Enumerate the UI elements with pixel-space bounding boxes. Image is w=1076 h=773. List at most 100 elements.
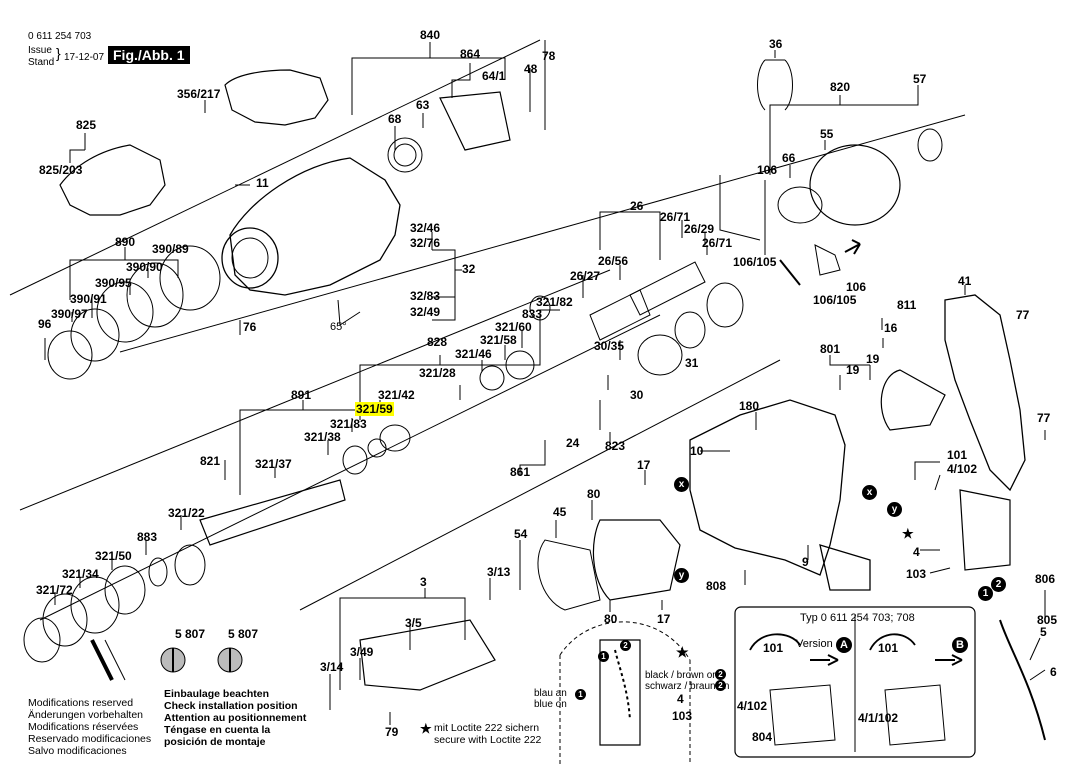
armature-shape [359, 619, 496, 691]
install-note: Check installation position [164, 700, 298, 712]
part-label: 4/102 [737, 699, 768, 713]
chuck-shape [59, 144, 166, 216]
part-label: 390/89 [152, 242, 189, 256]
part-label: 64/1 [482, 69, 506, 83]
connection-marker-x: x [674, 477, 689, 492]
fan-baffle-shape [809, 144, 901, 226]
brace: } [56, 45, 61, 61]
cable-shape [999, 619, 1046, 741]
part-label: 321/37 [255, 457, 292, 471]
connection-marker-x: x [862, 485, 877, 500]
modifications-note: Modifications réservées [28, 721, 139, 733]
hammer-housing-shape [229, 157, 401, 296]
part-label: 6 [1050, 665, 1057, 679]
part-label: 805 [1037, 613, 1058, 627]
part-label: 48 [524, 62, 538, 76]
wiring-note: blau an [534, 688, 567, 699]
part-label: 101 [947, 448, 968, 462]
part-label: 321/60 [495, 320, 532, 334]
part-label: 24 [566, 436, 580, 450]
stand-label: Stand [28, 57, 55, 68]
wiring-note: schwarz / braun an [645, 681, 730, 692]
part-label: 3/49 [350, 645, 374, 659]
part-label: 864 [460, 47, 481, 61]
part-label: 106/105 [733, 255, 777, 269]
part-label: 17 [637, 458, 651, 472]
part-label: 26/56 [598, 254, 629, 268]
part-label: 828 [427, 335, 448, 349]
figure-badge: Fig./Abb. 1 [108, 46, 190, 64]
spindle-shape [199, 479, 346, 546]
part-label: 32/83 [410, 289, 441, 303]
part-label: 321/42 [378, 388, 415, 402]
part-label: 840 [420, 28, 441, 42]
loctite-note: mit Loctite 222 sichern [434, 722, 540, 734]
part-label: 26/71 [660, 210, 691, 224]
part-label: 5 807 [175, 627, 206, 641]
part-label: 76 [243, 320, 257, 334]
part-label: 825/203 [39, 163, 83, 177]
modifications-note: Änderungen vorbehalten [28, 709, 144, 721]
part-label: 801 [820, 342, 841, 356]
part-label: 390/91 [70, 292, 107, 306]
part-label: 804 [752, 730, 773, 744]
part-label: 811 [897, 298, 917, 312]
version-label: Version [796, 638, 833, 650]
motor-housing-shape [689, 399, 846, 576]
part-label: 78 [542, 49, 556, 63]
wiring-note: black / brown on [645, 670, 718, 681]
part-label: 321/58 [480, 333, 517, 347]
part-label: 11 [256, 176, 269, 190]
star-icon: ★ [420, 721, 432, 736]
part-label: 79 [385, 725, 399, 739]
wire-marker-2: 2 [620, 640, 631, 651]
part-label: 321/38 [304, 430, 341, 444]
part-label: 806 [1035, 572, 1056, 586]
part-label: 26/27 [570, 269, 601, 283]
part-label: 3/13 [487, 565, 511, 579]
part-label: 821 [200, 454, 221, 468]
part-label: 80 [587, 487, 601, 501]
part-label: 80 [604, 612, 618, 626]
stator-shape [592, 519, 681, 601]
part-label: 861 [510, 465, 531, 479]
part-label: 3/5 [405, 616, 422, 630]
part-label: 891 [291, 388, 312, 402]
part-label: 106 [757, 163, 778, 177]
part-label: 321/50 [95, 549, 132, 563]
part-label: 833 [522, 307, 543, 321]
part-label: 823 [605, 439, 626, 453]
outline-line-lower [19, 269, 611, 511]
outline-line-mid [119, 114, 966, 353]
part-label: 5 807 [228, 627, 259, 641]
part-label: 68 [388, 112, 402, 126]
part-label: 3 [420, 575, 427, 589]
cable-wire-marker-2: 2 [991, 577, 1006, 592]
part-label: 32 [462, 262, 476, 276]
part-label: 390/97 [51, 307, 88, 321]
part-label: 30 [630, 388, 644, 402]
install-note: Einbaulage beachten [164, 688, 270, 700]
version-box-title: Typ 0 611 254 703; 708 [800, 612, 915, 624]
keyless-chuck-shape [224, 69, 329, 126]
part-label: 45 [553, 505, 567, 519]
part-label: 321/34 [62, 567, 99, 581]
part-label: 77 [1016, 308, 1030, 322]
star-icon: ★ [676, 644, 689, 660]
part-label: 4/102 [947, 462, 978, 476]
part-label: 19 [866, 352, 880, 366]
part-label: 321/82 [536, 295, 573, 309]
part-label: 26/29 [684, 222, 715, 236]
part-label: 321/28 [419, 366, 456, 380]
part-label: 10 [690, 444, 704, 458]
part-label: 106 [846, 280, 867, 294]
connection-marker-y: y [887, 502, 902, 517]
wire-marker-1: 1 [575, 689, 586, 700]
part-label: 4 [677, 692, 684, 706]
handle-shape [944, 294, 1026, 492]
part-label: 808 [706, 579, 727, 593]
part-number: 0 611 254 703 [28, 31, 92, 42]
part-label: 825 [76, 118, 97, 132]
